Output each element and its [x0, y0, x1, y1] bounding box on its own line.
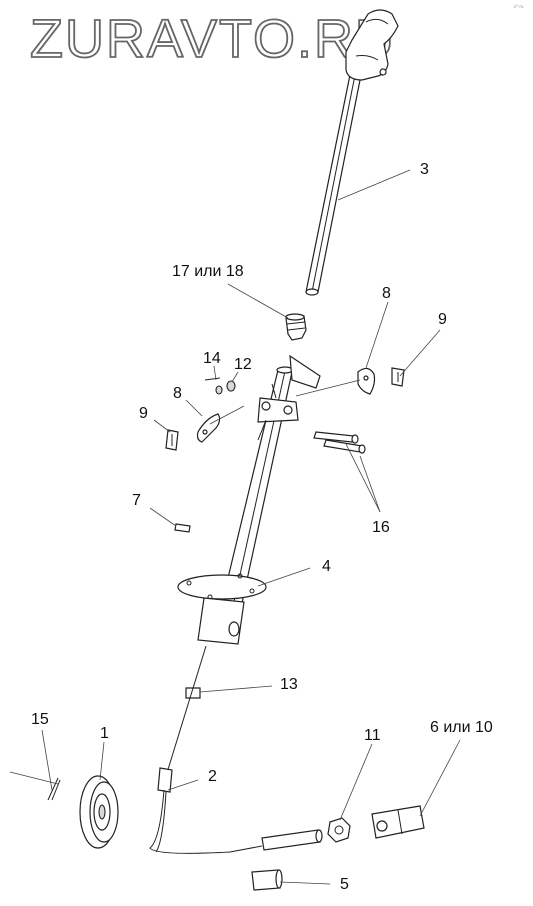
callout-8-left: 8 — [173, 385, 182, 402]
callout-13: 13 — [280, 676, 298, 693]
part-17-bushing — [285, 313, 307, 341]
part-3-lever-rod — [305, 9, 399, 296]
callout-5: 5 — [340, 876, 349, 893]
part-5-cable-end — [251, 829, 323, 891]
callout-16: 16 — [372, 519, 390, 536]
callout-9-left: 9 — [139, 405, 148, 422]
callout-8-right: 8 — [382, 285, 391, 302]
part-4-mounting-tube — [177, 354, 321, 645]
part-16-pins — [313, 431, 366, 454]
part-7-sleeve — [174, 523, 191, 533]
callout-11: 11 — [364, 727, 381, 744]
part-15-cotter-pin — [47, 777, 61, 801]
corner-mark: z°·ru — [514, 4, 524, 9]
callout-7: 7 — [132, 492, 141, 509]
callout-12: 12 — [234, 356, 252, 373]
watermark-logo: ZURAVTO.RU — [30, 9, 396, 69]
part-9-left-clip — [165, 429, 179, 451]
part-13-clamp — [185, 687, 201, 699]
callout-3: 3 — [420, 161, 429, 178]
part-11-nut — [327, 817, 351, 843]
part-1-pulley — [79, 775, 119, 849]
part-8-left-plate — [196, 413, 221, 443]
callout-4: 4 — [322, 558, 331, 575]
part-9-right-clip — [391, 367, 405, 387]
callout-15: 15 — [31, 711, 49, 728]
callout-1: 1 — [100, 725, 109, 742]
part-8-right-plate — [357, 367, 376, 395]
callout-2: 2 — [208, 768, 217, 785]
callout-9-right: 9 — [438, 311, 447, 328]
part-12-washer — [215, 380, 236, 395]
callout-14: 14 — [203, 350, 221, 367]
callout-17-18: 17 или 18 — [172, 263, 244, 280]
part-2-cable — [149, 645, 263, 854]
callouts: 3 17 или 18 8 9 14 12 8 9 7 16 4 13 15 1… — [31, 161, 493, 893]
part-14-pin — [204, 377, 221, 381]
callout-6-10: 6 или 10 — [430, 719, 493, 736]
part-6-fork — [371, 805, 425, 839]
leader-lines — [9, 169, 461, 885]
